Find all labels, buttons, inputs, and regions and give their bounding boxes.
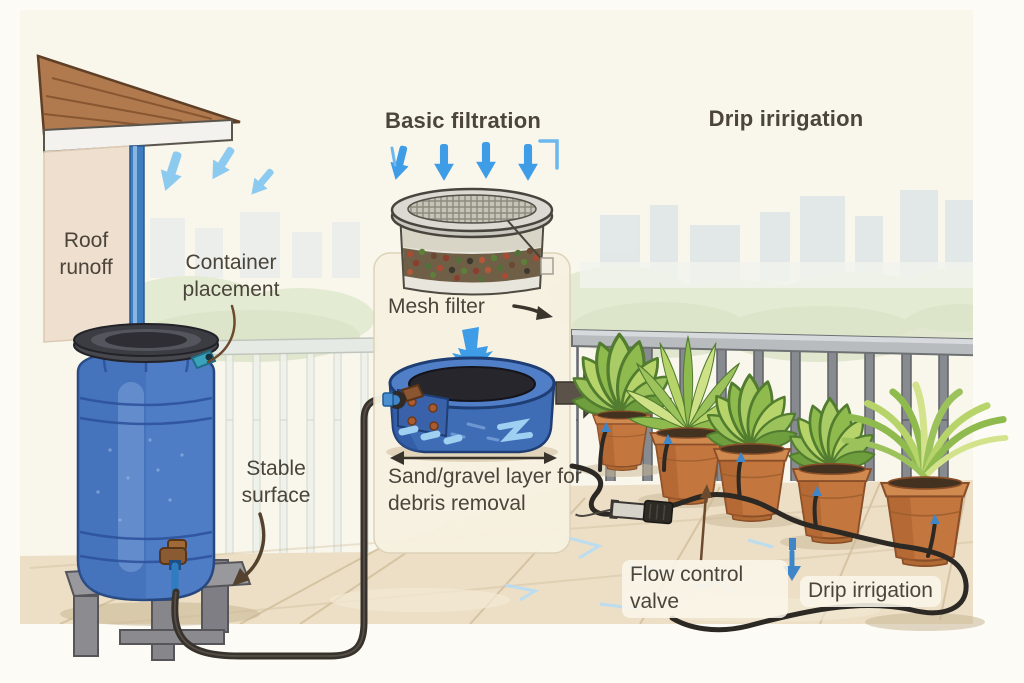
stable-surface-label: Stable surface [241,457,311,507]
gravel-layer [403,247,541,283]
mesh-filter-arrow-icon [512,304,553,320]
basin-rivets [407,397,439,431]
container-placement-leader-icon [206,304,236,364]
drip-irrigation-title: Drip iririgation [708,106,864,131]
flow-control-leader-icon [699,484,712,562]
transfer-hose [171,394,404,660]
basin-valve [382,383,425,409]
drip-tubing [569,422,969,633]
basic-filtration-title: Basic filtration [384,108,541,133]
collection-basin [382,356,558,462]
mesh-filter-unit [390,187,554,296]
barrel-inlet [190,349,217,370]
mesh-filter-label: Mesh filter [388,295,485,318]
filtration-down-arrow-icons [386,139,559,183]
roof [36,54,241,154]
barrel-spigot [159,539,187,598]
mesh-screen [407,194,537,224]
container-placement-label: Container placement [182,251,280,301]
roof-runoff-label: Roof runoff [59,229,113,279]
sand-gravel-label: Sand/gravel layer for debris removal [388,465,582,515]
drip-emitters [601,422,940,524]
barrel-lid [73,323,219,363]
panel-water-marks [398,418,533,445]
drip-irrigation-label: Drip irrigation [800,576,941,607]
basin-mesh-top [408,366,536,402]
filter-pointer-line [507,220,547,265]
flow-control-valve-device [575,499,674,525]
gutter [43,118,233,154]
stable-surface-arrow-icon [232,512,266,586]
double-arrow-icon [390,451,557,465]
flow-control-valve-label: Flow control valve [622,560,788,618]
rain-barrel [73,323,219,602]
